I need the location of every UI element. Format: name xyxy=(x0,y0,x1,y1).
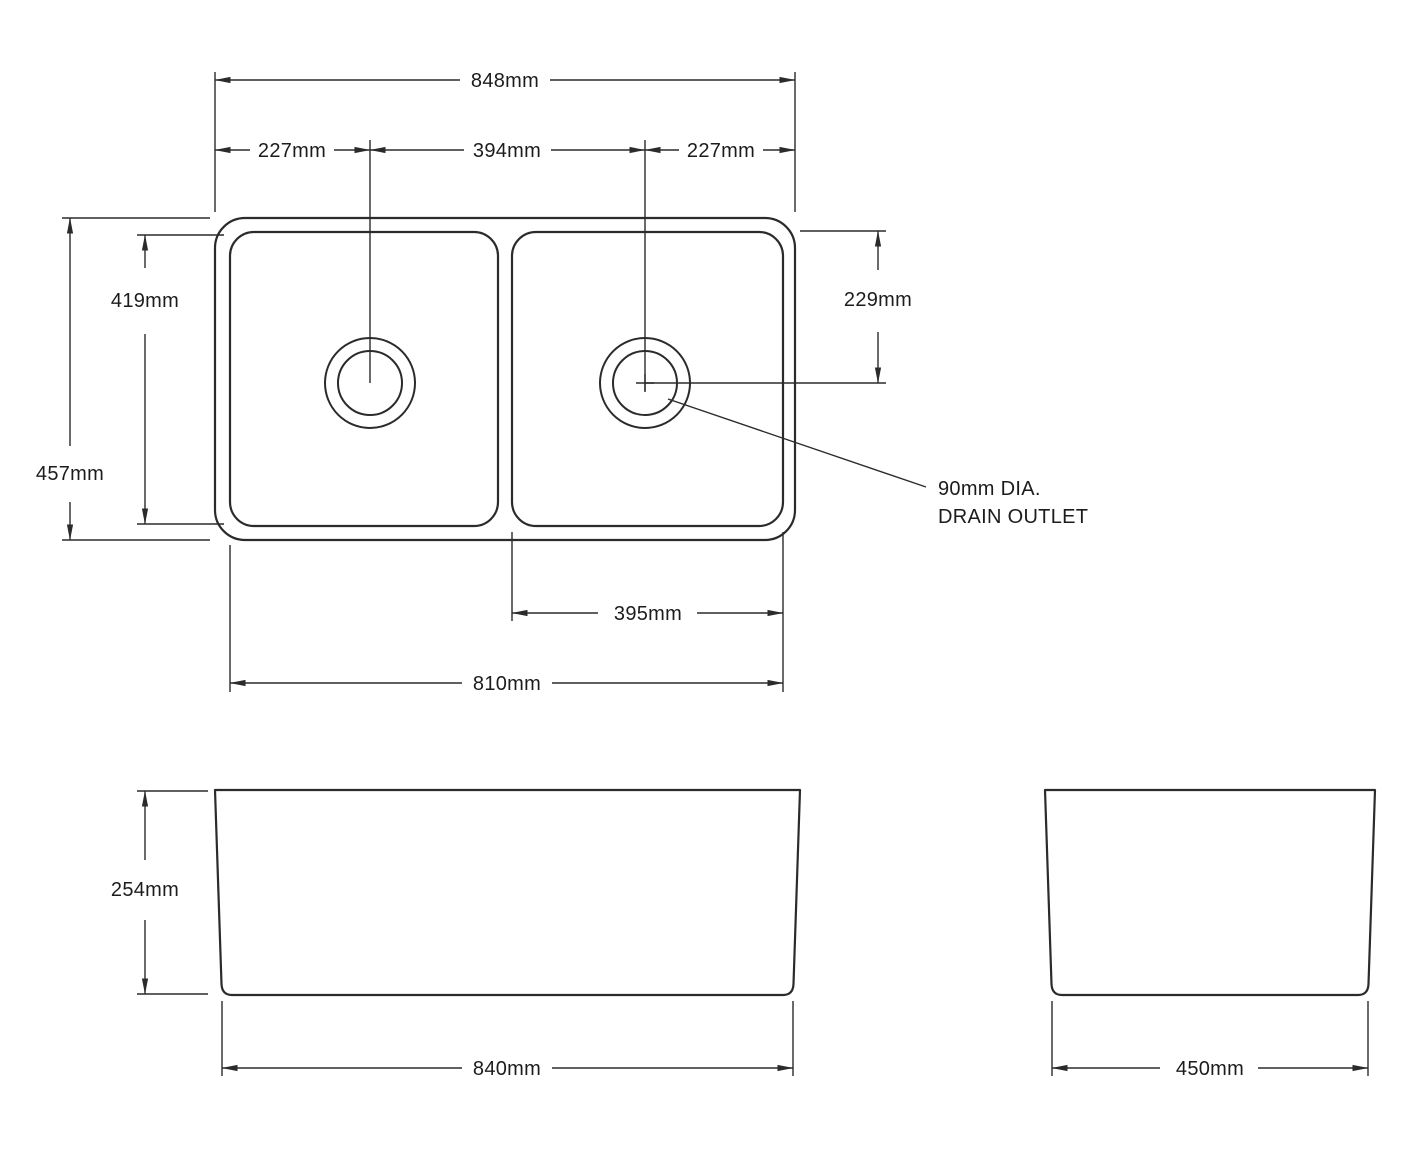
front-view-outline xyxy=(213,788,802,997)
dim-right-drain-offset-label: 227mm xyxy=(687,140,755,162)
dim-left-drain-offset-label: 227mm xyxy=(258,140,326,162)
dim-drain-from-top: 229mm xyxy=(645,230,912,384)
leader-line xyxy=(667,398,927,488)
dim-front-height: 254mm xyxy=(111,790,208,995)
dim-inner-depth-label: 419mm xyxy=(111,290,179,312)
side-view-body xyxy=(1043,788,1377,997)
dim-inner-width-label: 810mm xyxy=(473,673,541,695)
top-view-outline xyxy=(213,216,797,542)
dim-overall-depth-label: 457mm xyxy=(36,463,104,485)
dim-right-bowl-width-label: 395mm xyxy=(614,603,682,625)
dim-drain-positions: 227mm 394mm 227mm xyxy=(214,140,796,391)
dim-drain-from-top-label: 229mm xyxy=(844,289,912,311)
drain-note: 90mm DIA. DRAIN OUTLET xyxy=(667,398,1088,528)
front-view-body xyxy=(213,788,802,997)
right-drain-crosshair xyxy=(636,374,654,392)
sink-outer-rim xyxy=(213,216,797,542)
dim-overall-width: 848mm xyxy=(214,70,796,212)
drain-note-line2: DRAIN OUTLET xyxy=(938,506,1088,528)
dim-overall-depth: 457mm xyxy=(36,217,210,541)
dim-front-height-label: 254mm xyxy=(111,879,179,901)
dim-front-width-label: 840mm xyxy=(473,1058,541,1080)
left-bowl-outline xyxy=(228,230,500,528)
dim-side-width: 450mm xyxy=(1051,1001,1369,1080)
side-view-outline xyxy=(1043,788,1377,997)
dim-overall-width-label: 848mm xyxy=(471,70,539,92)
drain-note-line1: 90mm DIA. xyxy=(938,478,1041,500)
right-bowl-outline xyxy=(510,230,785,528)
dim-inner-width: 810mm xyxy=(229,545,784,695)
dim-front-width: 840mm xyxy=(221,1001,794,1080)
dim-drain-spacing-label: 394mm xyxy=(473,140,541,162)
dim-inner-depth: 419mm xyxy=(111,234,224,525)
dim-right-bowl-width: 395mm xyxy=(511,532,784,692)
dim-side-width-label: 450mm xyxy=(1176,1058,1244,1080)
